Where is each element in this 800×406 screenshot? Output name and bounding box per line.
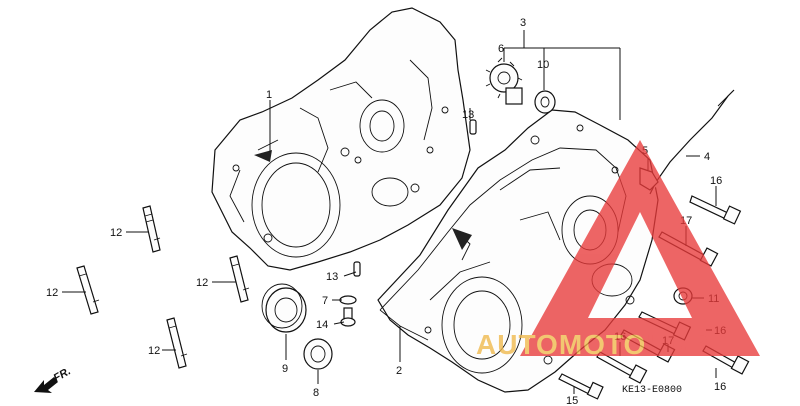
diagram-code: KE13-E0800 (622, 385, 682, 396)
callout-12a: 12 (110, 227, 122, 239)
callout-13a: 13 (462, 109, 474, 121)
callout-1: 1 (266, 89, 272, 101)
watermark-text-b: HUB (646, 329, 710, 360)
oil-seal-9 (261, 283, 307, 333)
callout-12b: 12 (196, 277, 208, 289)
bolt-15 (558, 373, 604, 400)
dowel-pin-13b (353, 261, 361, 277)
stud-12c (76, 265, 100, 315)
stud-12d (166, 317, 188, 369)
callout-13b: 13 (326, 271, 338, 283)
callout-10: 10 (537, 59, 549, 71)
left-crankcase-half (211, 7, 471, 271)
front-arrow-icon: FR. (34, 365, 73, 393)
bolt-16a (689, 195, 742, 225)
dowel-pin-13a (469, 119, 477, 135)
callout-15: 15 (566, 395, 578, 406)
callout-9: 9 (282, 363, 288, 375)
callout-8: 8 (313, 387, 319, 399)
callout-7: 7 (322, 295, 328, 307)
callout-12d: 12 (148, 345, 160, 357)
callout-16d: 16 (714, 381, 726, 393)
callout-3: 3 (520, 17, 526, 29)
oil-seal-8 (303, 338, 333, 370)
callout-6: 6 (498, 43, 504, 55)
stud-12a (142, 205, 161, 253)
watermark-logo: AUTOMOTOHUB (476, 140, 760, 360)
callout-16a: 16 (710, 175, 722, 187)
callout-12c: 12 (46, 287, 58, 299)
watermark-triangle-icon (520, 140, 760, 356)
bolt-16c (596, 351, 648, 384)
watermark-text-a: AUTOMOTO (476, 329, 646, 360)
callout-2: 2 (396, 365, 402, 377)
callout-4: 4 (704, 151, 710, 163)
callout-14: 14 (316, 319, 328, 331)
front-label: FR. (52, 365, 73, 384)
idle-gear-6 (485, 57, 523, 105)
watermark-text: AUTOMOTOHUB (476, 329, 710, 360)
bolt-14 (339, 295, 357, 327)
leader-lines (62, 30, 717, 394)
washer-10 (534, 90, 556, 114)
stud-12b (229, 255, 250, 303)
